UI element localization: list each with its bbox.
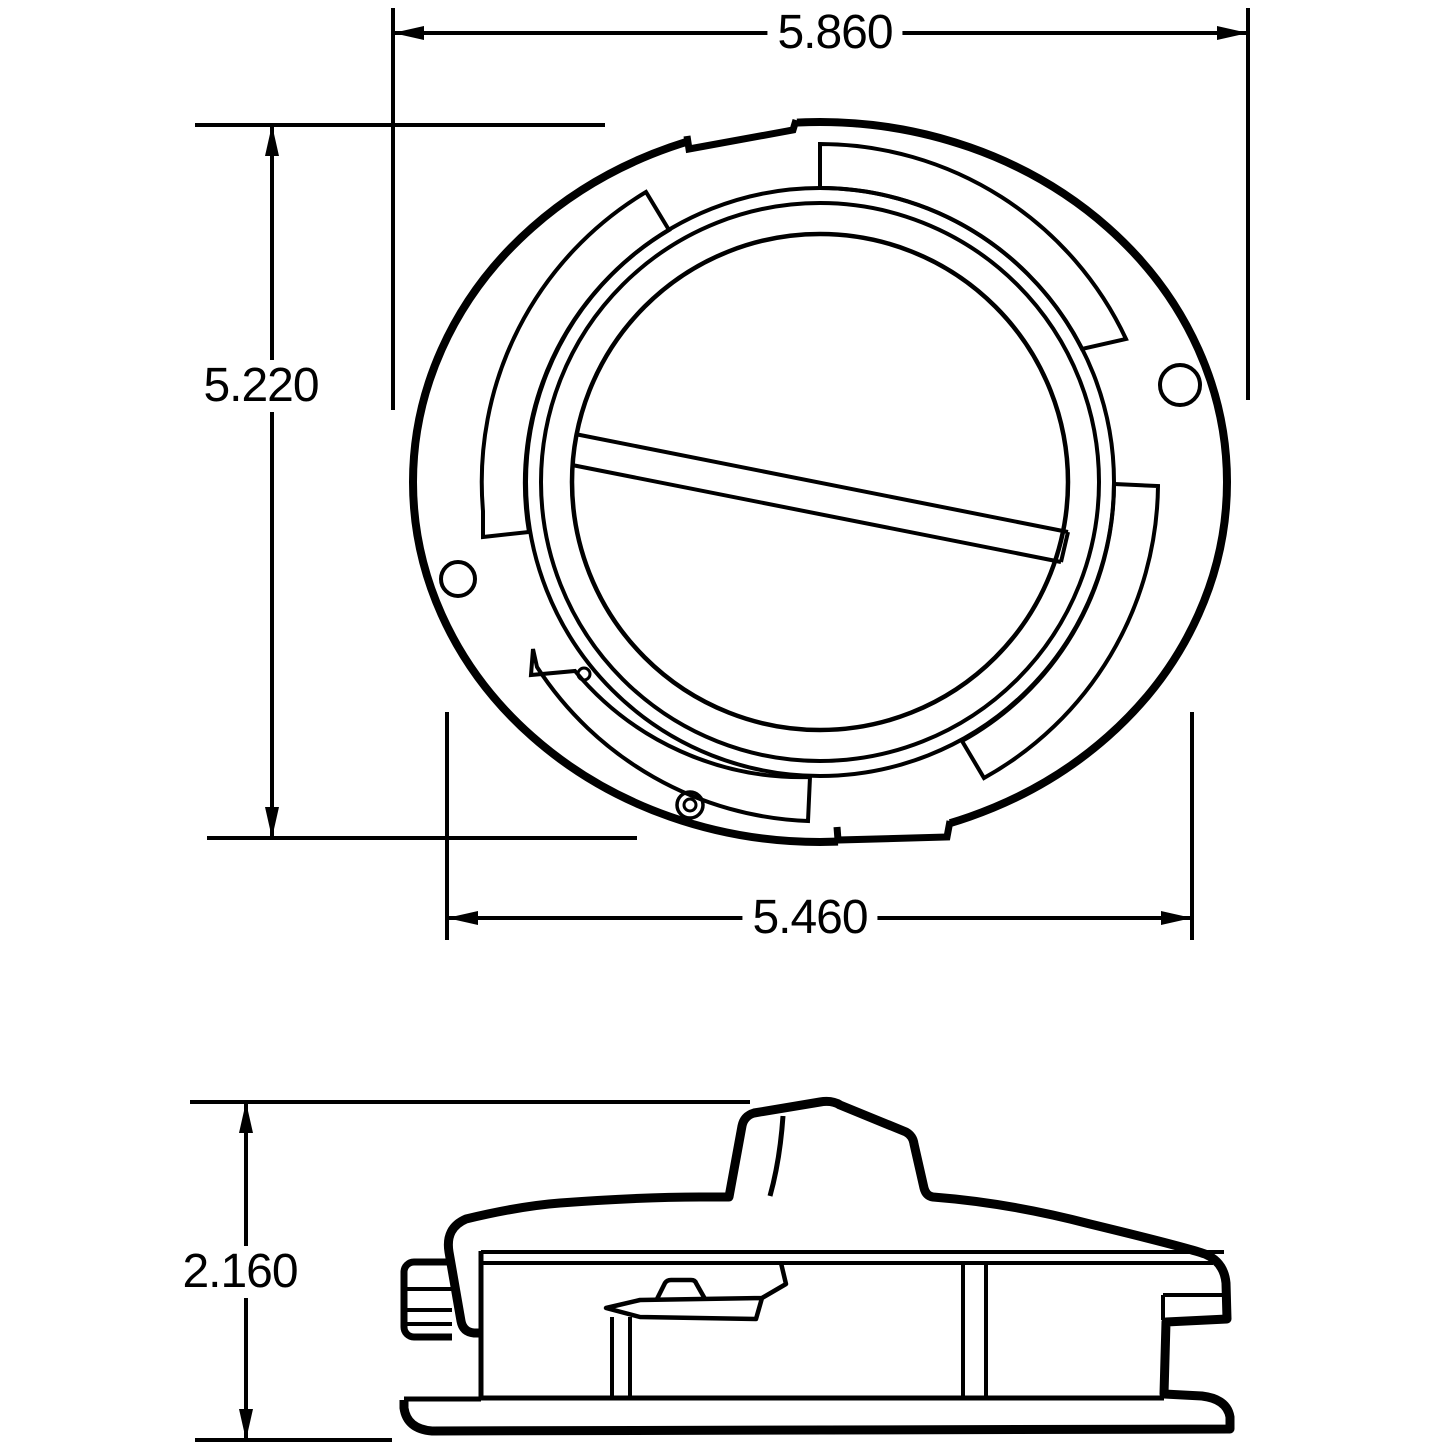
pilot-hole xyxy=(576,666,592,682)
dimension-side-height: 2.160 xyxy=(172,1246,308,1298)
lens-opening xyxy=(569,231,1071,733)
dimension-arrowheads xyxy=(239,26,1248,1440)
side-body-outline xyxy=(399,1096,1235,1436)
cross-bar xyxy=(571,432,1070,564)
internal-bracket xyxy=(603,1262,789,1322)
mounting-hole-left xyxy=(439,560,477,598)
ring-inner xyxy=(539,201,1101,763)
dimension-front-width: 5.860 xyxy=(767,7,903,59)
screw-head-outer xyxy=(675,790,705,820)
mounting-features xyxy=(439,363,1202,820)
screw-head-inner xyxy=(682,797,698,813)
inner-rings xyxy=(524,186,1116,778)
mounting-hole-right xyxy=(1158,363,1202,407)
body-box xyxy=(404,1251,1164,1402)
front-view xyxy=(409,116,1231,849)
dimension-mount-width: 5.460 xyxy=(742,892,878,944)
rim-notch-bottom xyxy=(833,820,954,844)
body-interior xyxy=(481,1250,1224,1396)
knob-edge-line xyxy=(767,1115,786,1197)
side-view xyxy=(399,1096,1235,1436)
ring-outer xyxy=(524,186,1116,778)
dimension-front-height: 5.220 xyxy=(193,360,329,412)
rim-notch-top xyxy=(683,118,800,154)
tab-lower-left xyxy=(528,648,813,824)
